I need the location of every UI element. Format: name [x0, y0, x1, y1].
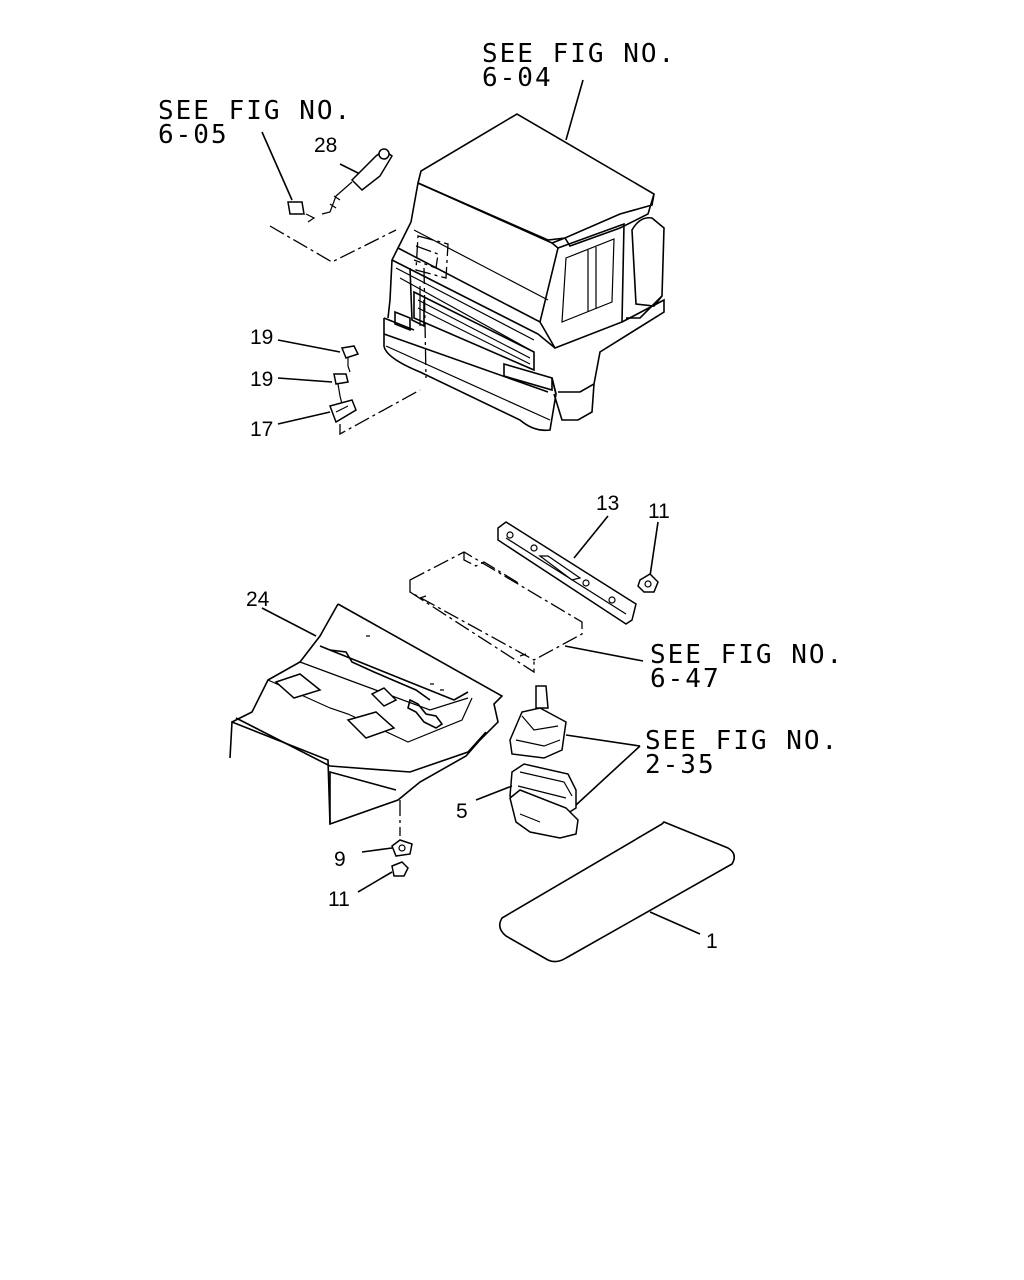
part-19-screw-upper [277, 339, 360, 373]
ref-fig-6-47-line2: 6-47 [650, 664, 721, 694]
part-number-19-lower: 19 [250, 368, 273, 391]
part-9-grommet [361, 839, 413, 857]
truck-cab-drawing [383, 113, 665, 432]
part-11-nut-lower [357, 861, 409, 893]
fig-6-05-connector [269, 201, 397, 263]
leader-line [565, 79, 584, 141]
part-number-11-lower: 11 [328, 888, 350, 911]
shift-lever-assembly [509, 685, 567, 759]
leader-line [564, 645, 644, 662]
ref-fig-6-04-line1: SEE FIG NO. [482, 39, 676, 69]
ref-fig-6-05-line1: SEE FIG NO. [158, 96, 352, 126]
ref-fig-6-47-line1: SEE FIG NO. [650, 640, 844, 670]
fig-6-47-panel [409, 551, 583, 674]
part-number-11-upper: 11 [648, 500, 670, 523]
ref-fig-6-47: SEE FIG NO. 6-47 [564, 640, 844, 694]
part-number-17: 17 [250, 418, 273, 441]
ref-fig-6-04: SEE FIG NO. 6-04 [482, 39, 676, 141]
ref-fig-6-05: SEE FIG NO. 6-05 [158, 96, 352, 201]
part-13-rail [497, 515, 637, 625]
part-24-cover [229, 603, 504, 836]
part-number-19-upper: 19 [250, 326, 273, 349]
part-28-switch [321, 148, 393, 215]
part-number-9: 9 [334, 848, 346, 871]
part-5-boot [475, 763, 579, 839]
ref-fig-2-35-line1: SEE FIG NO. [645, 726, 839, 756]
part-11-nut-upper [637, 521, 659, 593]
ref-fig-2-35: SEE FIG NO. 2-35 [565, 726, 839, 806]
part-number-1: 1 [706, 930, 718, 953]
part-number-28: 28 [314, 134, 337, 157]
ref-fig-2-35-line2: 2-35 [645, 750, 716, 780]
part-number-5: 5 [456, 800, 468, 823]
leader-line [565, 734, 641, 747]
part-number-13: 13 [596, 492, 619, 515]
leader-line [575, 745, 641, 806]
part-1-mat [498, 821, 736, 963]
part-number-labels: 28 19 19 17 13 11 24 5 9 11 1 [246, 134, 718, 953]
ref-fig-6-05-line2: 6-05 [158, 120, 229, 150]
part-19-screw-lower [277, 373, 349, 405]
part-17-bracket [277, 389, 421, 436]
leader-line [261, 131, 293, 201]
part-number-24: 24 [246, 588, 270, 611]
ref-fig-6-04-line2: 6-04 [482, 63, 553, 93]
